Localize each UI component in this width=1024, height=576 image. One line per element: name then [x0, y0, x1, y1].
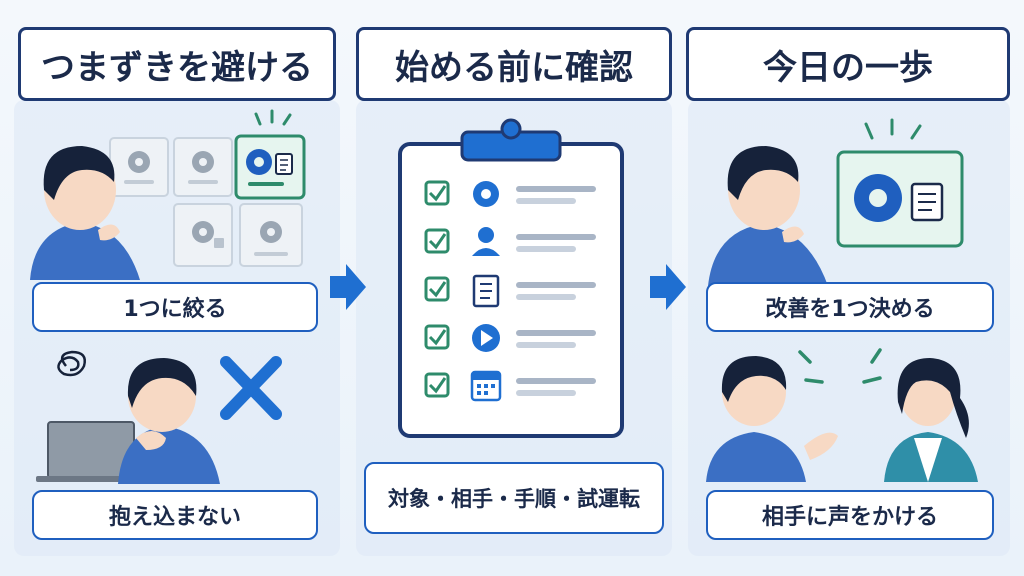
highlighted-gear-tile: [234, 109, 306, 200]
checklist-row: [424, 324, 596, 352]
play-icon: [472, 324, 500, 352]
speaking-person: [706, 356, 838, 482]
arrow-right-icon: [330, 264, 366, 310]
label-check-items: 対象・相手・手順・試運転: [364, 462, 664, 534]
listening-person: [884, 358, 978, 482]
highlighted-gear-panel: [836, 118, 964, 248]
checklist-row: [424, 370, 596, 402]
checklist-row: [424, 274, 596, 308]
overwhelmed-person-illustration: [36, 350, 282, 484]
checklist-row: [424, 227, 596, 256]
scribble-stress-icon: [57, 350, 86, 377]
conversation-illustration: [706, 348, 978, 482]
clipboard-icon: [398, 118, 624, 438]
title-check-before-start: 始める前に確認: [356, 27, 672, 101]
label-talk-to-partner: 相手に声をかける: [706, 490, 994, 540]
deciding-person: [708, 146, 828, 286]
overwhelmed-person: [118, 358, 220, 484]
speech-lines: [798, 348, 882, 384]
checklist-icon: [472, 274, 500, 308]
arrow-right-icon: [650, 264, 686, 310]
label-decide-one-improvement: 改善を1つ決める: [706, 282, 994, 332]
deciding-person-illustration: [708, 118, 964, 286]
checklist-row: [424, 180, 596, 207]
title-todays-step: 今日の一歩: [686, 27, 1010, 101]
person-icon: [472, 227, 500, 256]
cross-icon: [220, 356, 282, 420]
gear-tile-grid: [109, 137, 303, 267]
thinking-person-illustration: [30, 109, 306, 280]
label-narrow-to-one: 1つに絞る: [32, 282, 318, 332]
title-avoid-pitfalls: つまずきを避ける: [18, 27, 336, 101]
label-dont-hold-alone: 抱え込まない: [32, 490, 318, 540]
calendar-icon: [470, 370, 502, 402]
thinking-person: [30, 146, 140, 280]
